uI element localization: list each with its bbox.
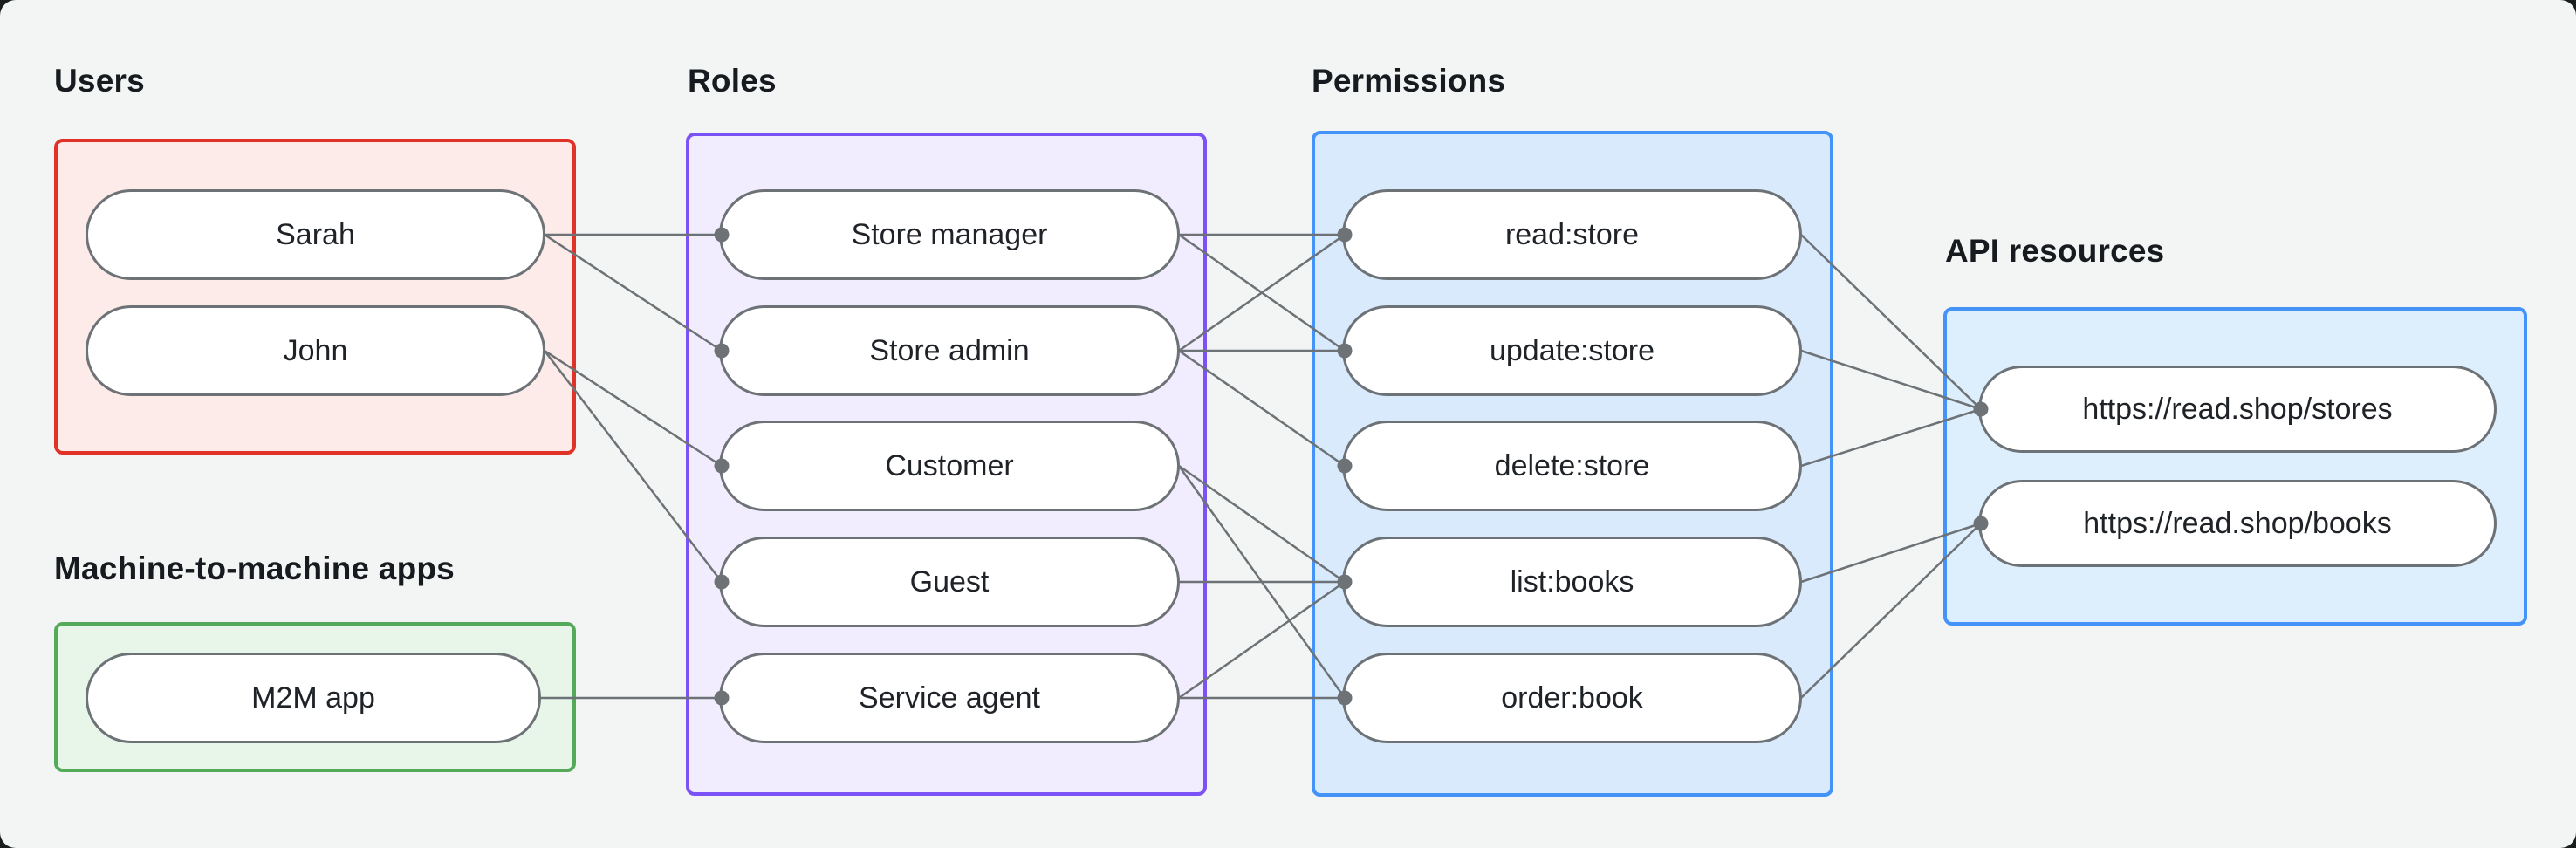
node-john: John xyxy=(86,305,545,396)
node-store_admin: Store admin xyxy=(719,305,1180,396)
node-delete_store: delete:store xyxy=(1342,421,1802,511)
node-update_store: update:store xyxy=(1342,305,1802,396)
node-service_agent: Service agent xyxy=(719,653,1180,743)
group-label-api: API resources xyxy=(1945,233,2165,269)
node-store_manager: Store manager xyxy=(719,189,1180,280)
node-m2m_app: M2M app xyxy=(86,653,541,743)
node-customer: Customer xyxy=(719,421,1180,511)
group-box-api xyxy=(1943,307,2527,626)
group-label-permissions: Permissions xyxy=(1312,63,1506,99)
node-guest: Guest xyxy=(719,537,1180,627)
node-order_book: order:book xyxy=(1342,653,1802,743)
group-label-m2m: Machine-to-machine apps xyxy=(54,551,455,586)
node-books_api: https://read.shop/books xyxy=(1978,480,2497,567)
node-stores_api: https://read.shop/stores xyxy=(1978,366,2497,453)
node-sarah: Sarah xyxy=(86,189,545,280)
node-list_books: list:books xyxy=(1342,537,1802,627)
group-label-users: Users xyxy=(54,63,145,99)
group-label-roles: Roles xyxy=(688,63,777,99)
group-box-users xyxy=(54,139,576,455)
node-read_store: read:store xyxy=(1342,189,1802,280)
